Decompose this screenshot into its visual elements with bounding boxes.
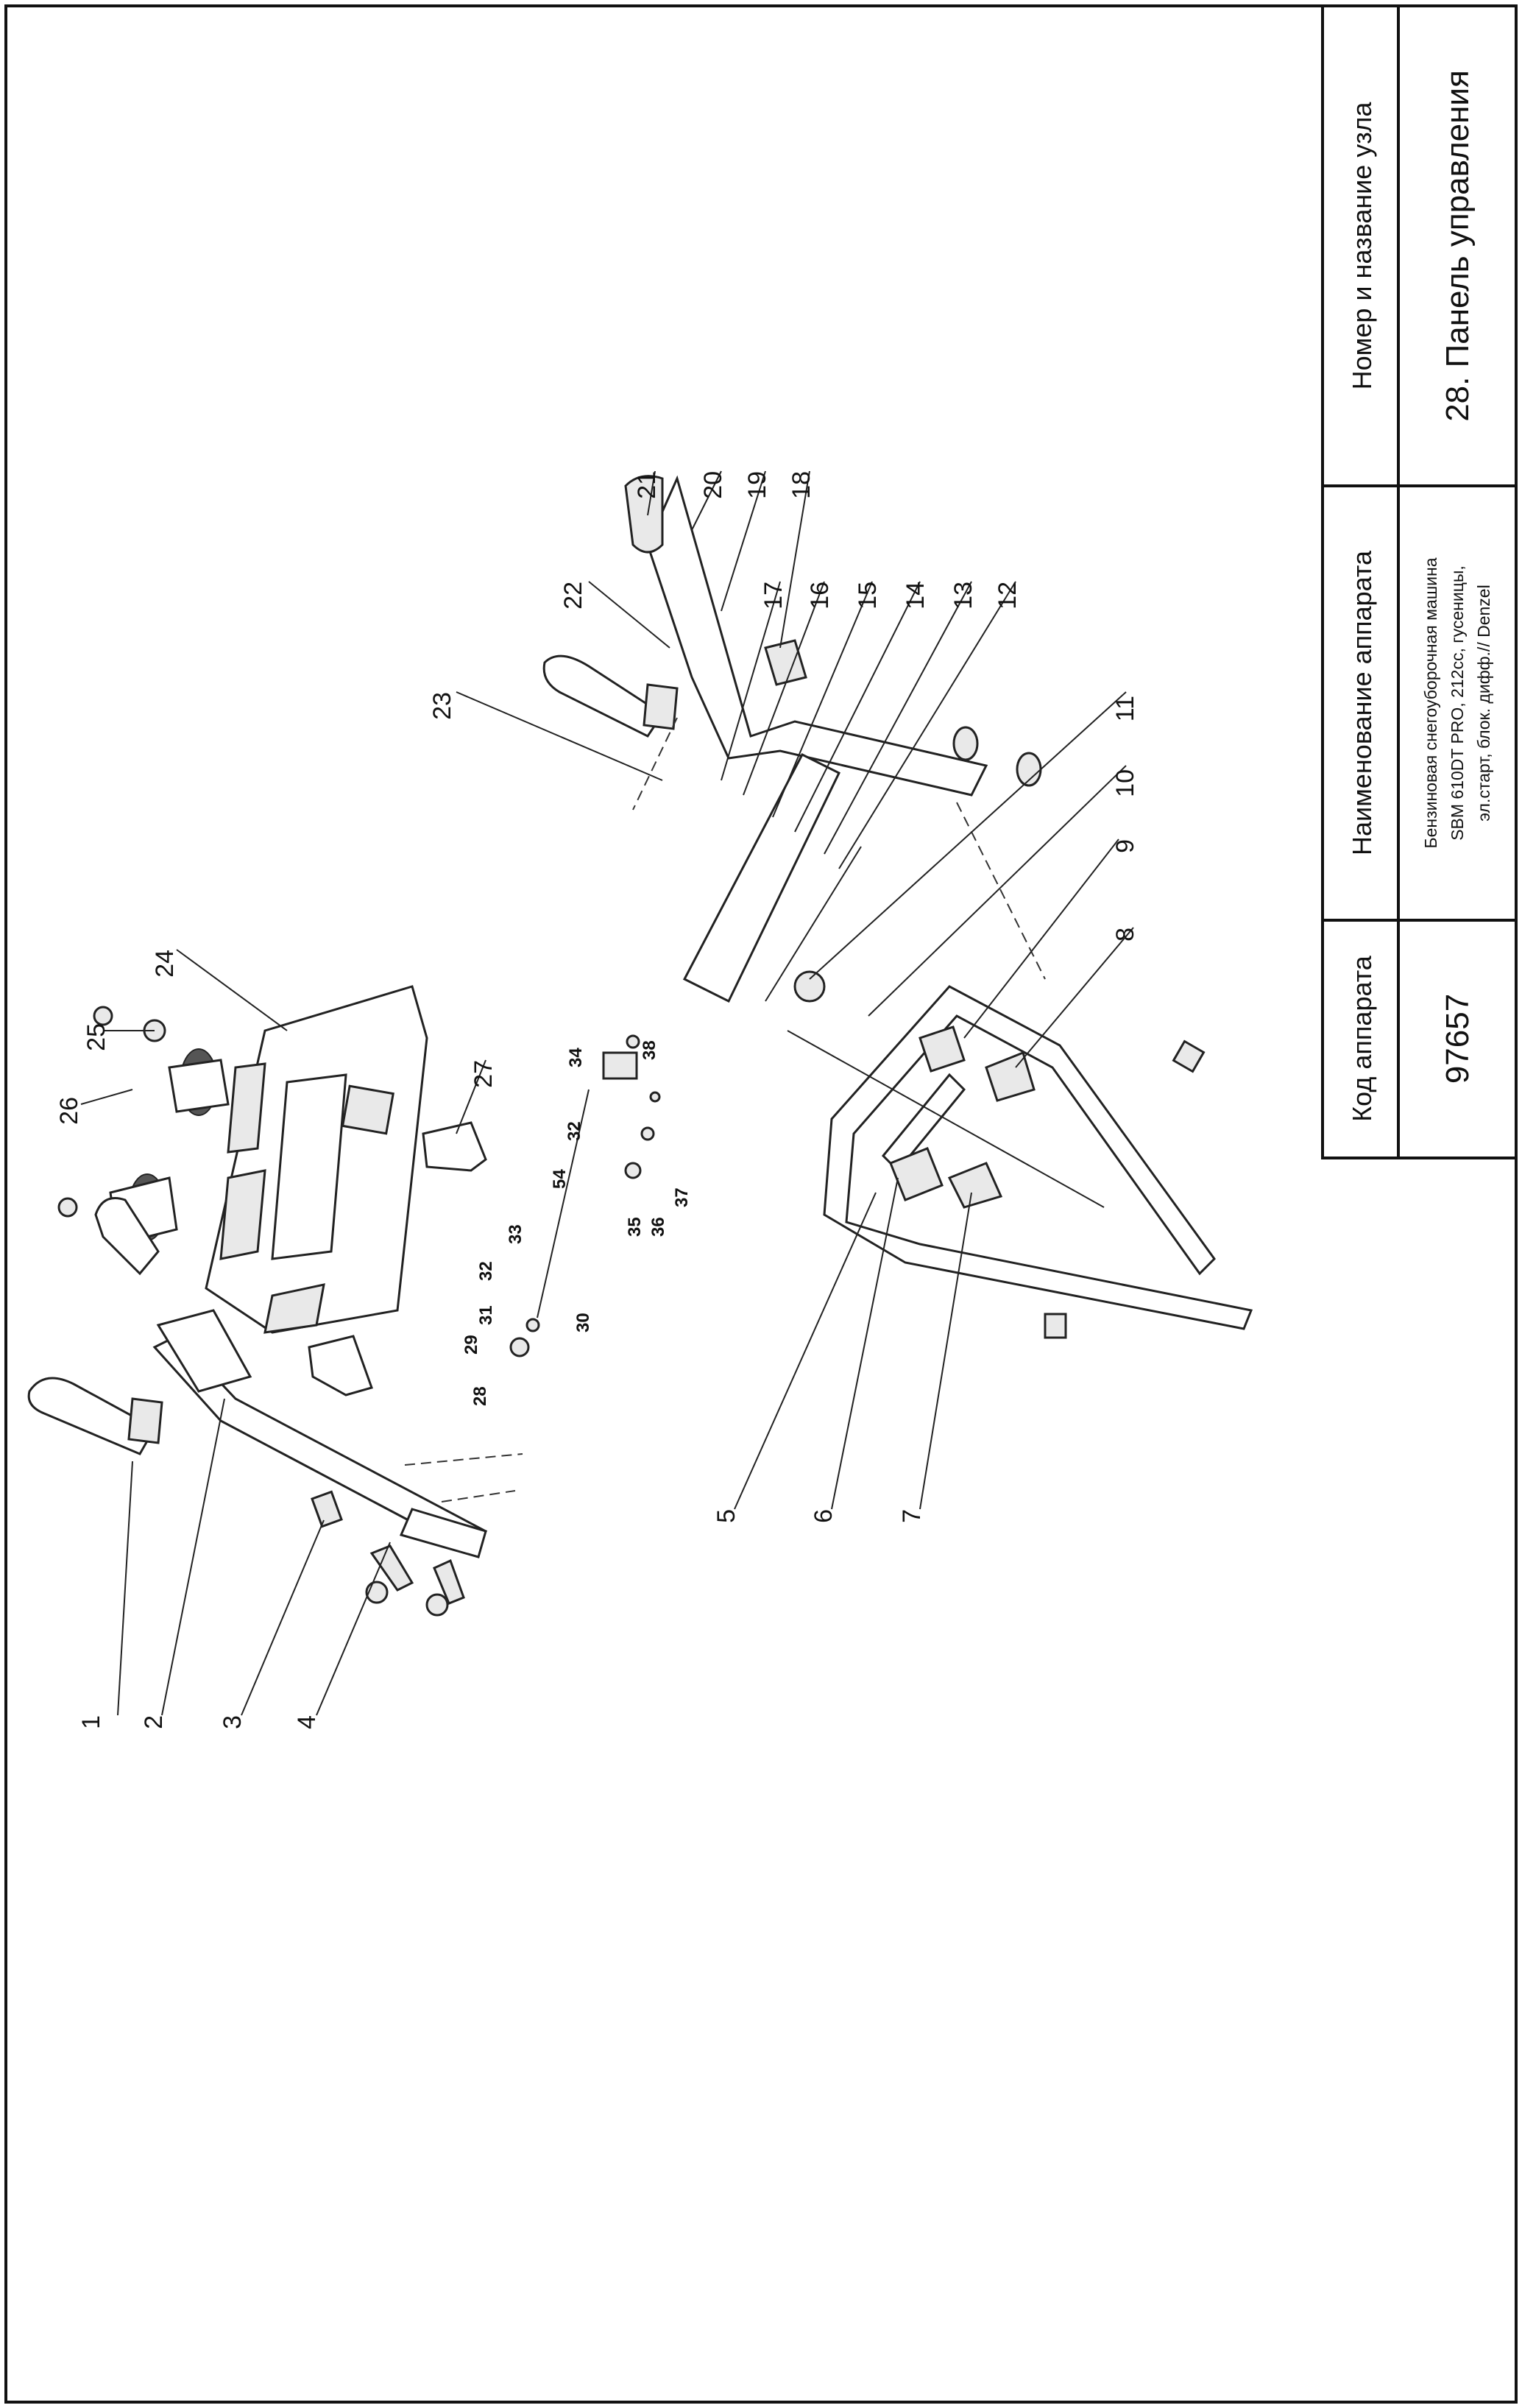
- callout-labels: 1 2 3 4 5 6 7 8 9 10 11 12 13 14 15 16 1…: [55, 471, 1139, 1729]
- callout-30: 30: [573, 1313, 593, 1332]
- callout-34: 34: [566, 1048, 586, 1067]
- callout-26: 26: [55, 1097, 83, 1125]
- sheet-border: [4, 4, 1518, 2404]
- callout-22: 22: [559, 582, 587, 610]
- upper-handle-assembly: [542, 475, 1046, 1003]
- device-line-1: Бензиновая снегоуборочная машина: [1421, 557, 1440, 848]
- callout-9: 9: [1111, 839, 1139, 853]
- callout-2: 2: [140, 1715, 168, 1729]
- callout-38: 38: [640, 1040, 659, 1060]
- callout-35: 35: [625, 1217, 645, 1237]
- callout-12: 12: [994, 582, 1022, 610]
- callout-11: 11: [1111, 696, 1139, 721]
- callout-32b: 32: [564, 1121, 584, 1141]
- callout-27: 27: [470, 1060, 498, 1088]
- callout-1: 1: [77, 1715, 105, 1729]
- callout-18: 18: [787, 471, 815, 499]
- callout-25: 25: [82, 1023, 110, 1051]
- leader-lines: [80, 470, 1134, 1716]
- callout-7: 7: [898, 1509, 926, 1523]
- device-line-3: эл.старт, блок. дифф.// Denzel: [1474, 585, 1493, 821]
- callout-37: 37: [672, 1187, 692, 1207]
- callout-6: 6: [810, 1509, 838, 1523]
- callout-33: 33: [506, 1224, 525, 1244]
- code-value: 97657: [1440, 994, 1476, 1084]
- control-panel-housing: [57, 985, 428, 1334]
- title-block: Номер и название узла 28. Панель управле…: [1321, 4, 1518, 1159]
- callout-14: 14: [902, 582, 930, 610]
- small-callout-labels: 28 29 30 31 32 32 33 34 35 36 37 38 54: [461, 1040, 692, 1406]
- lower-handle-assembly: [27, 1309, 523, 1617]
- callout-32a: 32: [476, 1261, 496, 1281]
- callout-24: 24: [151, 950, 179, 978]
- callout-31: 31: [476, 1305, 496, 1325]
- linkage-rod-assembly: [509, 1034, 661, 1357]
- device-line-2: SBM 610DT PRO, 212cc, гусеницы,: [1448, 565, 1467, 841]
- callout-10: 10: [1111, 769, 1139, 797]
- callout-8: 8: [1111, 928, 1139, 942]
- callout-21: 21: [633, 471, 661, 499]
- callout-36: 36: [648, 1217, 668, 1237]
- callout-4: 4: [293, 1715, 321, 1729]
- callout-17: 17: [760, 582, 787, 610]
- code-header: Код аппарата: [1347, 955, 1377, 1122]
- callout-5: 5: [712, 1509, 740, 1523]
- unit-header: Номер и название узла: [1347, 102, 1377, 390]
- panel-covers: [308, 1121, 487, 1397]
- callout-28: 28: [470, 1386, 490, 1406]
- callout-29: 29: [461, 1335, 481, 1355]
- unit-value: 28. Панель управления: [1440, 70, 1476, 422]
- callout-54: 54: [550, 1169, 570, 1189]
- device-header: Наименование аппарата: [1347, 550, 1377, 855]
- callout-3: 3: [219, 1715, 247, 1729]
- callout-23: 23: [428, 692, 456, 720]
- main-frame: [787, 970, 1253, 1339]
- callout-15: 15: [854, 582, 882, 610]
- callout-16: 16: [806, 582, 834, 610]
- callout-20: 20: [699, 471, 727, 499]
- callout-13: 13: [949, 582, 977, 610]
- callout-19: 19: [743, 471, 771, 499]
